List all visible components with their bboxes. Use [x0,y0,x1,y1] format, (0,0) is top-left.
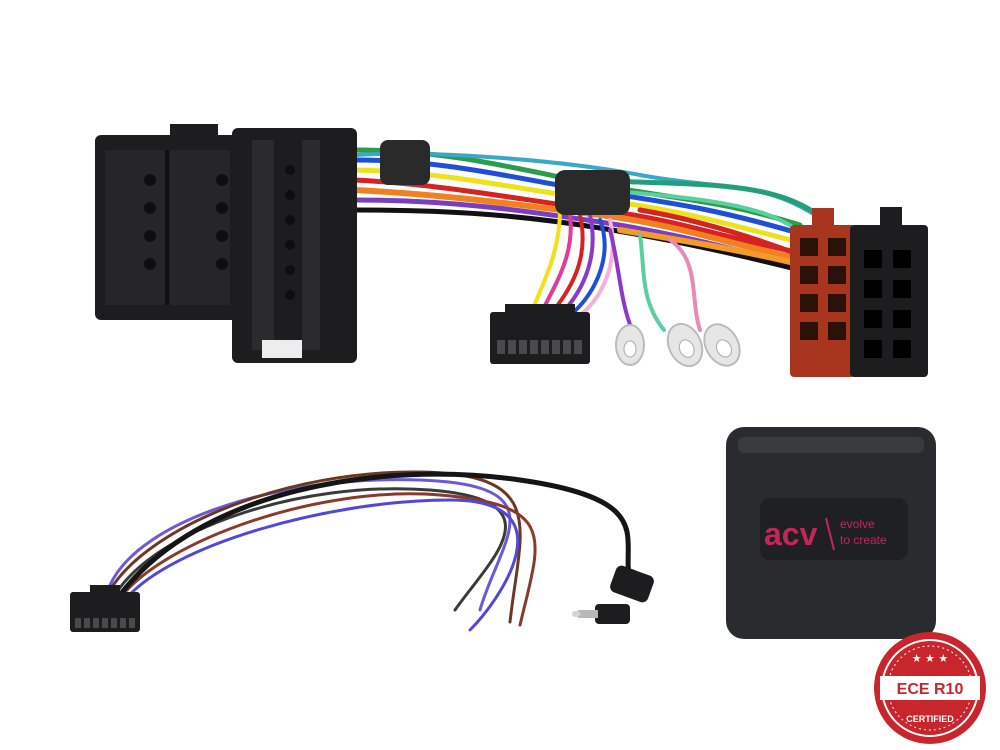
seal-ribbon [880,676,980,700]
seal-label: ECE R10 [897,681,964,698]
brand-logo: acv [764,516,818,552]
heat-shrink-sleeve [380,140,430,185]
seal-sublabel: CERTIFIED [906,714,954,724]
ring-terminals [615,322,741,368]
iso-connector-power-black [850,207,928,377]
brand-tagline-line1: evolve [840,517,875,531]
quadlock-connector [95,124,357,363]
iso-connector-speaker-red [790,208,855,377]
heat-shrink-sleeve [555,170,630,215]
brand-tagline-line2: to create [840,533,887,547]
jack-plug-3-5mm [572,565,654,624]
patch-lead-wires [108,470,633,632]
patch-lead-connector [70,585,140,632]
brand-divider [825,517,835,551]
interface-module [726,427,936,639]
headunit-16pin-connector [490,304,590,364]
seal-stars: ★ ★ ★ [912,652,949,665]
